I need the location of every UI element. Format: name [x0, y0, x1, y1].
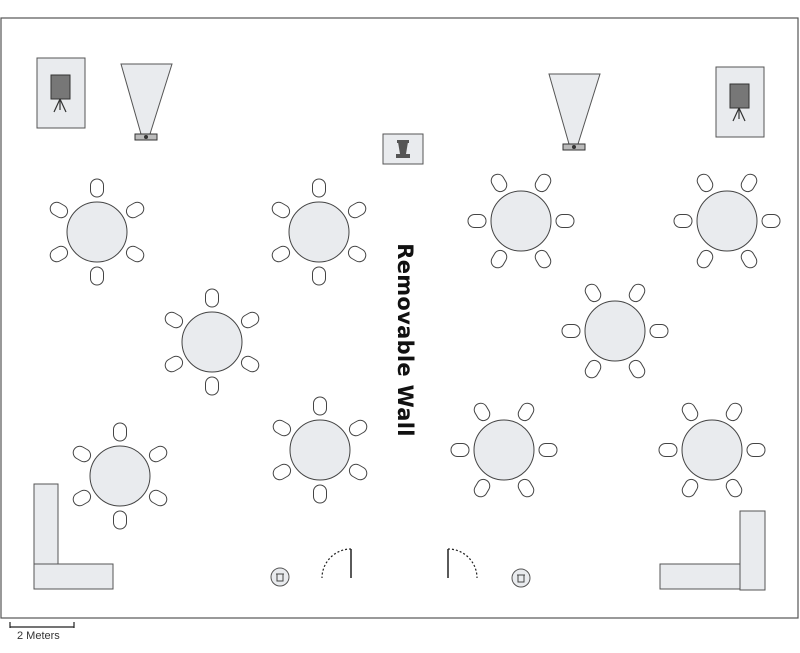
chair	[517, 478, 535, 498]
table-top	[696, 190, 758, 252]
round-table	[450, 402, 558, 498]
chair	[746, 443, 766, 457]
chair	[473, 402, 491, 422]
chair	[312, 266, 326, 286]
room-outline	[0, 17, 799, 619]
chair	[584, 283, 602, 303]
chair	[72, 489, 92, 507]
chair	[164, 311, 184, 329]
chair	[681, 478, 699, 498]
chair	[113, 510, 127, 530]
chair	[164, 355, 184, 373]
chair	[696, 173, 714, 193]
chair	[240, 355, 260, 373]
chair	[347, 245, 367, 263]
chair	[673, 214, 693, 228]
round-table	[271, 178, 367, 286]
table-top	[89, 445, 151, 507]
chair	[148, 489, 168, 507]
round-table	[164, 288, 260, 396]
chair	[517, 402, 535, 422]
chair	[740, 249, 758, 269]
chair	[725, 402, 743, 422]
chair	[658, 443, 678, 457]
chair	[313, 396, 327, 416]
table-top	[181, 311, 243, 373]
chair	[628, 359, 646, 379]
chair	[90, 178, 104, 198]
trash-can-icon	[511, 568, 531, 588]
chair	[534, 173, 552, 193]
chair	[348, 463, 368, 481]
easel-icon	[36, 57, 86, 129]
chair	[125, 201, 145, 219]
chair	[628, 283, 646, 303]
projector-icon	[548, 73, 601, 151]
chair	[348, 419, 368, 437]
chair	[49, 245, 69, 263]
removable-wall-label: Removable Wall	[393, 243, 417, 437]
round-table	[561, 283, 669, 379]
round-table	[467, 173, 575, 269]
door-icon	[321, 548, 352, 579]
chair	[49, 201, 69, 219]
chair	[312, 178, 326, 198]
door-icon	[447, 548, 478, 579]
table-top	[66, 201, 128, 263]
chair	[450, 443, 470, 457]
counter-left	[33, 483, 114, 590]
chair	[240, 311, 260, 329]
table-top	[473, 419, 535, 481]
chair	[696, 249, 714, 269]
podium-icon	[382, 133, 424, 165]
chair	[561, 324, 581, 338]
chair	[467, 214, 487, 228]
chair	[272, 419, 292, 437]
chair	[490, 249, 508, 269]
chair	[347, 201, 367, 219]
table-top	[584, 300, 646, 362]
chair	[490, 173, 508, 193]
chair	[272, 463, 292, 481]
chair	[555, 214, 575, 228]
tables-layer	[49, 173, 781, 530]
projector-icon	[120, 63, 173, 141]
chair	[205, 376, 219, 396]
counter-right	[659, 510, 766, 591]
chair	[72, 445, 92, 463]
chair	[205, 288, 219, 308]
chair	[681, 402, 699, 422]
round-table	[658, 402, 766, 498]
table-top	[681, 419, 743, 481]
table-top	[288, 201, 350, 263]
round-table	[272, 396, 368, 504]
chair	[125, 245, 145, 263]
chair	[313, 484, 327, 504]
chair	[538, 443, 558, 457]
chair	[113, 422, 127, 442]
chair	[761, 214, 781, 228]
scale-label: 2 Meters	[17, 630, 60, 642]
chair	[90, 266, 104, 286]
table-top	[490, 190, 552, 252]
round-table	[72, 422, 168, 530]
scale-bar	[9, 622, 75, 628]
chair	[473, 478, 491, 498]
chair	[148, 445, 168, 463]
table-top	[289, 419, 351, 481]
trash-can-icon	[270, 567, 290, 587]
chair	[534, 249, 552, 269]
round-table	[673, 173, 781, 269]
chair	[271, 245, 291, 263]
chair	[271, 201, 291, 219]
chair	[584, 359, 602, 379]
chair	[649, 324, 669, 338]
chair	[725, 478, 743, 498]
easel-icon	[715, 66, 765, 138]
chair	[740, 173, 758, 193]
round-table	[49, 178, 145, 286]
